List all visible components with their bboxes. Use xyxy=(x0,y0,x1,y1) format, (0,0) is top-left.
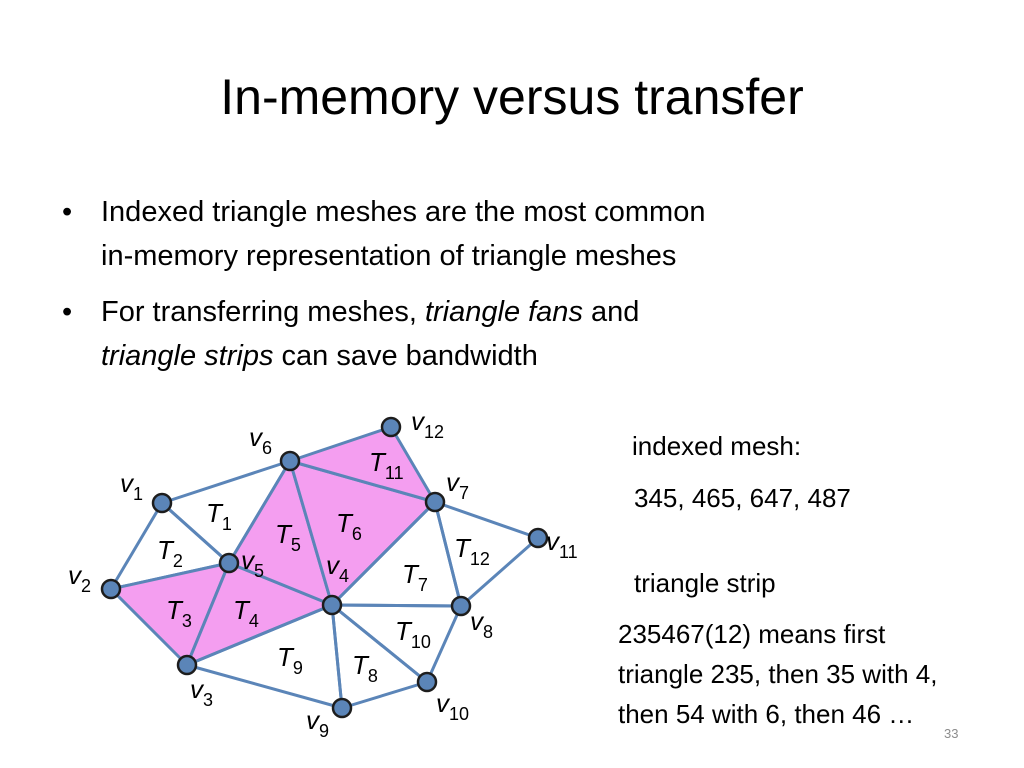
bullet-2-term-strips: triangle strips xyxy=(101,340,274,372)
triangle-label-t1: T1 xyxy=(206,498,232,534)
vertex-dot-v2 xyxy=(100,578,122,600)
bullet-2-line-1: For transferring meshes, triangle fans a… xyxy=(101,290,882,334)
vertex-label-v8: v8 xyxy=(470,606,493,642)
vertex-dot-v1 xyxy=(151,492,173,514)
vertex-dot-v10 xyxy=(416,671,438,693)
vertex-label-v12: v12 xyxy=(411,406,444,442)
strip-line-2: triangle 235, then 35 with 4, xyxy=(618,659,938,689)
vertex-dot-v8 xyxy=(450,595,472,617)
indexed-mesh-value: 345, 465, 647, 487 xyxy=(634,483,851,513)
vertex-label-v2: v2 xyxy=(68,560,91,596)
triangle-label-t3: T3 xyxy=(166,595,192,631)
vertex-label-v1: v1 xyxy=(120,468,143,504)
vertex-dot-v4 xyxy=(321,594,343,616)
bullet-2-text-c: and xyxy=(582,296,640,328)
bullet-list: • Indexed triangle meshes are the most c… xyxy=(62,190,882,390)
vertex-dot-v5 xyxy=(218,552,240,574)
triangle-strip-label: triangle strip xyxy=(634,568,776,598)
triangle-face-t11 xyxy=(288,425,437,504)
vertex-dot-v7 xyxy=(424,491,446,513)
vertex-label-v7: v7 xyxy=(446,467,469,503)
bullet-1-line-1: Indexed triangle meshes are the most com… xyxy=(101,196,706,228)
vertex-dot-v9 xyxy=(331,697,353,719)
bullet-dot-icon: • xyxy=(62,296,73,328)
triangle-label-t7: T7 xyxy=(402,559,428,595)
bullet-item-indexed: • Indexed triangle meshes are the most c… xyxy=(62,190,882,278)
triangle-label-t8: T8 xyxy=(352,650,378,686)
bullet-item-transfer: • For transferring meshes, triangle fans… xyxy=(62,290,882,378)
triangle-face-t12 xyxy=(433,500,540,608)
vertex-dot-v11 xyxy=(527,527,549,549)
vertex-label-v5: v5 xyxy=(241,545,264,581)
vertex-label-v10: v10 xyxy=(436,688,469,724)
vertex-label-v6: v6 xyxy=(249,422,272,458)
vertex-dot-v3 xyxy=(176,654,198,676)
triangle-label-t6: T6 xyxy=(336,508,362,544)
bullet-2-text-a: For transferring meshes, xyxy=(101,296,425,328)
vertex-dot-v6 xyxy=(279,450,301,472)
strip-line-3: then 54 with 6, then 46 … xyxy=(618,699,915,729)
triangle-label-t9: T9 xyxy=(277,642,303,678)
slide-number: 33 xyxy=(944,726,959,741)
bullet-2-text-d: can save bandwidth xyxy=(273,340,538,372)
triangle-label-t5: T5 xyxy=(275,519,301,555)
bullet-2-line-2: triangle strips can save bandwidth xyxy=(101,334,882,378)
bullet-2-term-fans: triangle fans xyxy=(424,296,583,328)
triangle-label-t2: T2 xyxy=(157,535,183,571)
slide-title: In-memory versus transfer xyxy=(220,69,804,125)
bullet-1-line-2: in-memory representation of triangle mes… xyxy=(101,240,677,272)
vertex-label-v11: v11 xyxy=(546,526,578,562)
triangle-label-t10: T10 xyxy=(395,616,431,652)
vertex-dot-v12 xyxy=(380,416,402,438)
strip-line-1: 235467(12) means first xyxy=(618,619,886,649)
indexed-mesh-label: indexed mesh: xyxy=(632,431,802,461)
triangle-label-t12: T12 xyxy=(454,533,490,569)
bullet-dot-icon: • xyxy=(62,196,73,228)
triangle-label-t4: T4 xyxy=(233,595,259,631)
vertex-label-v4: v4 xyxy=(326,550,349,586)
vertex-label-v3: v3 xyxy=(190,674,213,710)
triangle-face-t10 xyxy=(330,603,429,710)
triangle-label-t11: T11 xyxy=(369,447,404,483)
vertex-label-v9: v9 xyxy=(306,705,329,741)
